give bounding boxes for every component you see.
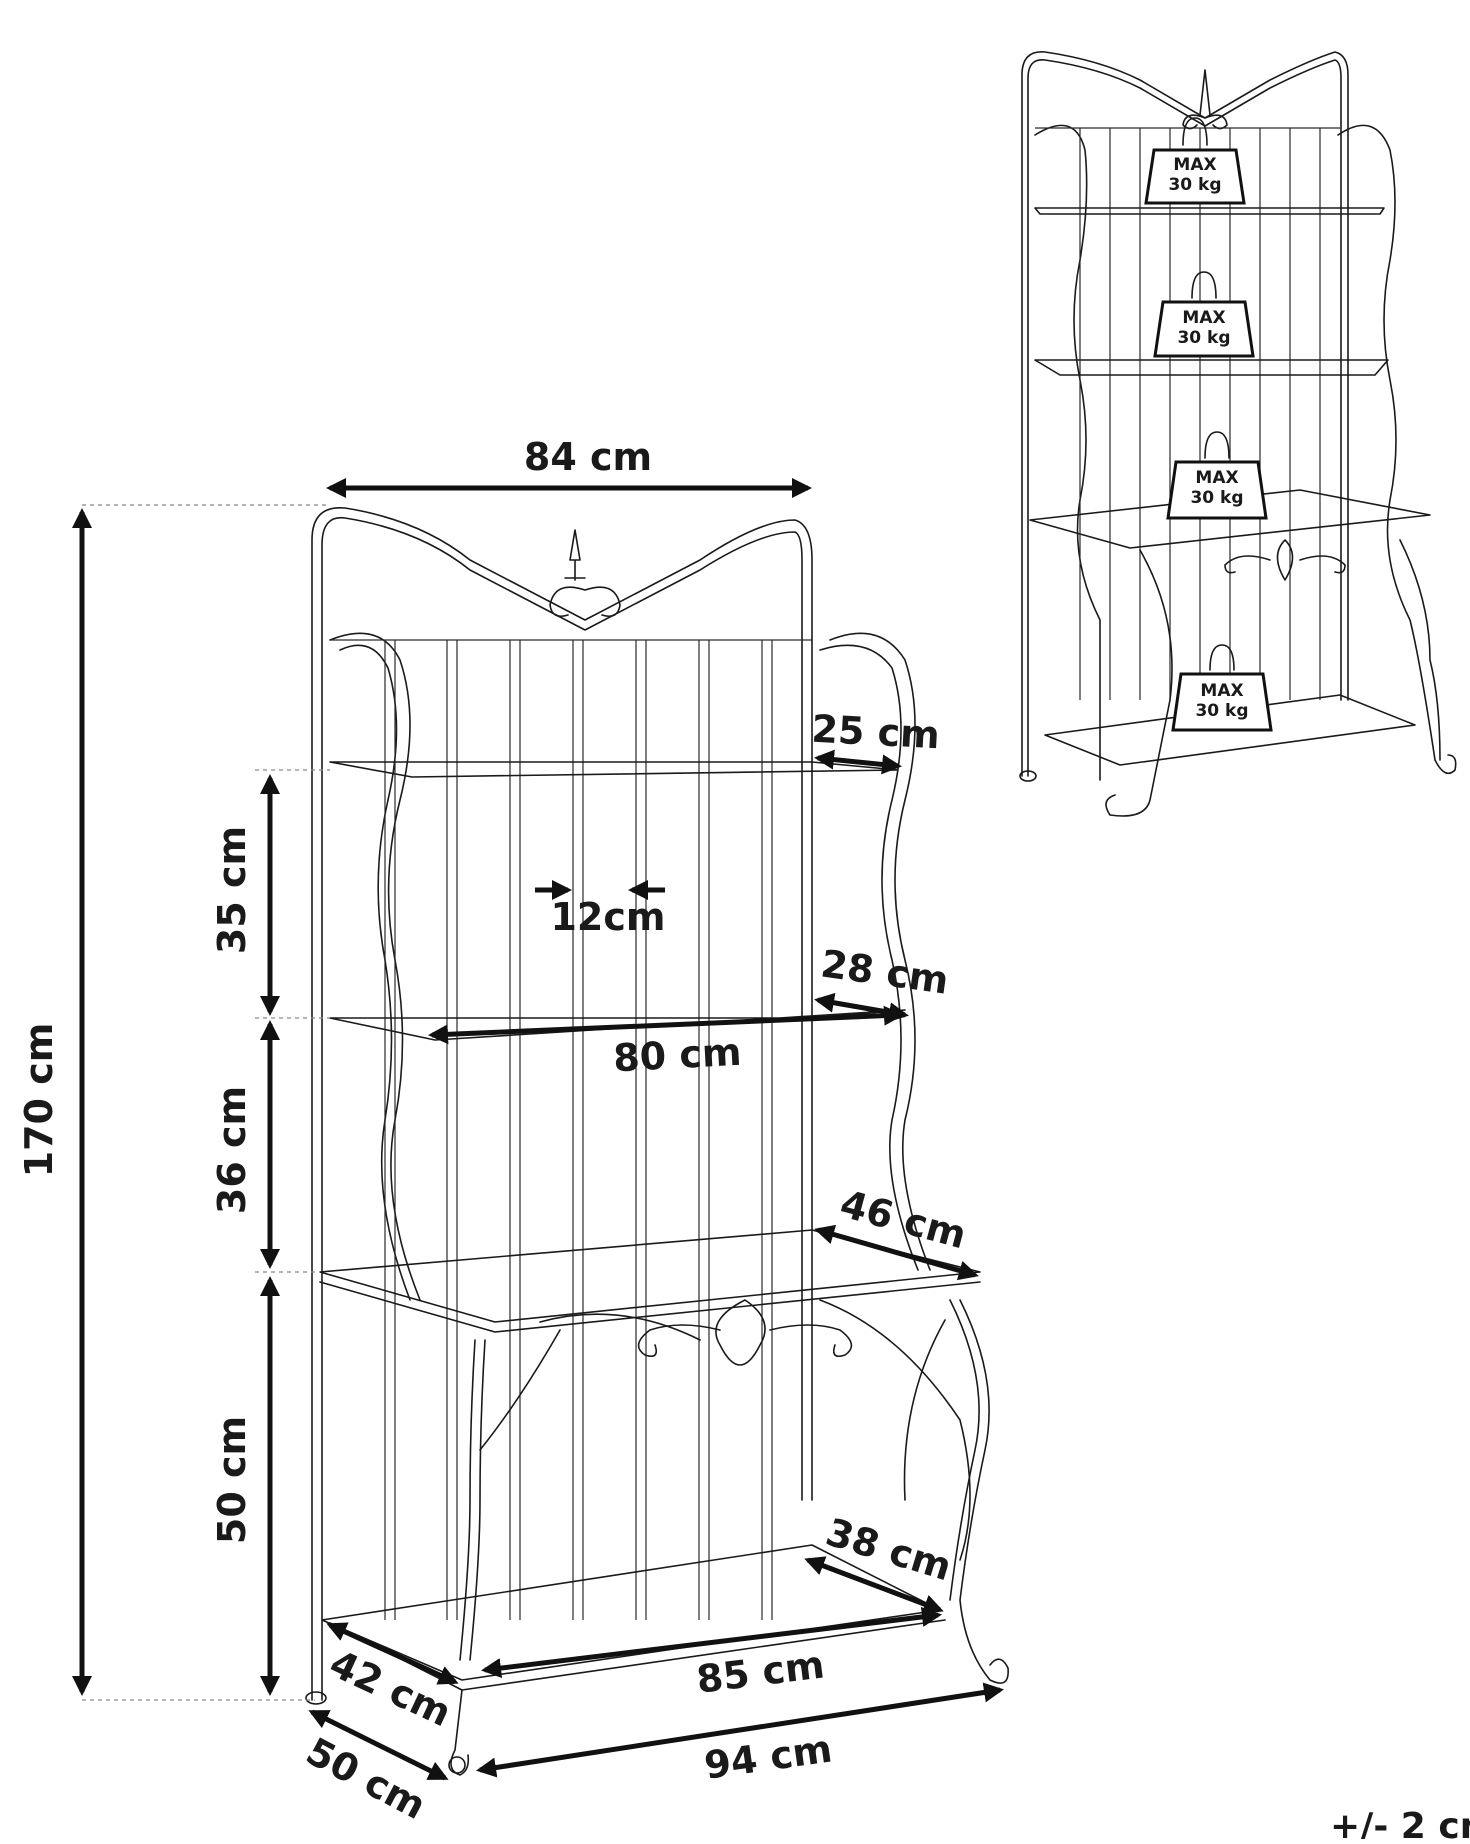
arrow-depth-bottom-shelf bbox=[804, 1556, 944, 1614]
svg-text:30 kg: 30 kg bbox=[1177, 328, 1230, 348]
weight-badge: MAX 30 kg bbox=[1171, 644, 1273, 732]
label-base-depth-outer: 50 cm bbox=[299, 1729, 433, 1828]
weight-badge: MAX 30 kg bbox=[1153, 271, 1255, 358]
label-depth-worktop: 46 cm bbox=[836, 1182, 971, 1258]
arrow-depth-worktop bbox=[814, 1224, 979, 1281]
svg-text:MAX: MAX bbox=[1182, 308, 1225, 328]
arrow-base-width bbox=[476, 1682, 1004, 1778]
arrow-bottom-shelf-width bbox=[481, 1607, 942, 1678]
label-gap-middle: 36 cm bbox=[210, 1086, 254, 1214]
tolerance-note: +/- 2 cm bbox=[1330, 1806, 1470, 1839]
svg-text:MAX: MAX bbox=[1195, 468, 1238, 488]
arrow-base-depth-outer bbox=[308, 1709, 449, 1781]
label-base-width: 94 cm bbox=[702, 1726, 835, 1787]
label-depth-top-shelf: 25 cm bbox=[810, 707, 940, 758]
label-height-total: 170 cm bbox=[17, 1023, 61, 1178]
label-gap-bottom: 50 cm bbox=[210, 1416, 254, 1544]
label-shelf-width: 80 cm bbox=[612, 1030, 742, 1081]
extension-lines bbox=[82, 504, 330, 1701]
label-depth-bottom-shelf: 38 cm bbox=[821, 1510, 956, 1590]
load-capacity-drawing: MAX 30 kg MAX 30 kg MAX 30 kg MAX 30 kg bbox=[1019, 51, 1457, 817]
dimension-labels: 84 cm 170 cm 35 cm 36 cm 50 cm 25 cm 12c… bbox=[17, 435, 971, 1828]
dimension-arrows bbox=[72, 478, 1004, 1781]
label-bottom-shelf-width: 85 cm bbox=[694, 1642, 827, 1701]
svg-text:30 kg: 30 kg bbox=[1195, 701, 1248, 721]
label-slat-spacing: 12cm bbox=[550, 895, 665, 939]
svg-text:MAX: MAX bbox=[1200, 681, 1243, 701]
svg-text:30 kg: 30 kg bbox=[1190, 488, 1243, 508]
svg-text:MAX: MAX bbox=[1173, 155, 1216, 175]
weight-badge: MAX 30 kg bbox=[1144, 117, 1246, 205]
label-depth-second-shelf: 28 cm bbox=[818, 941, 951, 1002]
arrow-base-depth-inner bbox=[326, 1622, 459, 1685]
label-width-top: 84 cm bbox=[524, 435, 652, 479]
main-rack-drawing bbox=[305, 507, 1009, 1776]
weight-badge: MAX 30 kg bbox=[1166, 431, 1268, 520]
label-gap-top: 35 cm bbox=[210, 826, 254, 954]
arrow-depth-top-shelf bbox=[814, 749, 902, 775]
svg-text:30 kg: 30 kg bbox=[1168, 175, 1221, 195]
arrow-shelf-width bbox=[428, 1005, 904, 1045]
